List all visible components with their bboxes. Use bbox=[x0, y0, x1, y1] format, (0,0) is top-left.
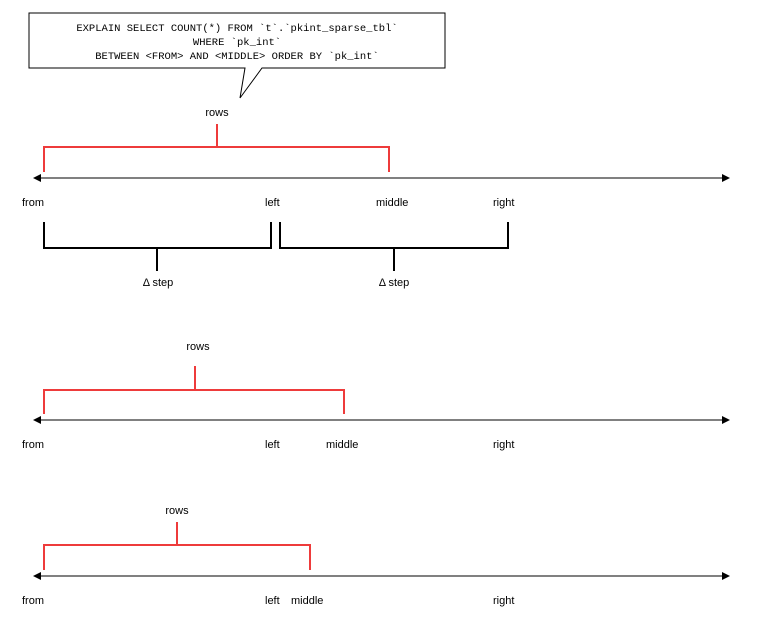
middle-label: middle bbox=[376, 197, 408, 209]
middle-label: middle bbox=[326, 439, 358, 451]
step-bracket-left bbox=[43, 222, 272, 271]
rows-bracket bbox=[43, 522, 311, 570]
step-right-label: Δ step bbox=[379, 277, 410, 289]
panel-3: rows from left middle right bbox=[22, 505, 730, 607]
sql-line-2: WHERE `pk_int` bbox=[193, 36, 281, 49]
rows-bracket bbox=[43, 124, 390, 172]
left-label: left bbox=[265, 197, 280, 209]
from-label: from bbox=[22, 439, 44, 451]
right-label: right bbox=[493, 439, 514, 451]
panel-2: rows from left middle right bbox=[22, 341, 730, 451]
sql-callout: EXPLAIN SELECT COUNT(*) FROM `t`.`pkint_… bbox=[28, 12, 446, 99]
sql-line-1: EXPLAIN SELECT COUNT(*) FROM `t`.`pkint_… bbox=[76, 22, 397, 35]
callout-box bbox=[28, 12, 446, 99]
right-label: right bbox=[493, 197, 514, 209]
step-left-label: Δ step bbox=[143, 277, 174, 289]
left-label: left bbox=[265, 439, 280, 451]
middle-label: middle bbox=[291, 595, 323, 607]
rows-bracket bbox=[43, 366, 345, 414]
left-label: left bbox=[265, 595, 280, 607]
from-label: from bbox=[22, 595, 44, 607]
from-label: from bbox=[22, 197, 44, 209]
rows-label: rows bbox=[205, 107, 229, 119]
step-bracket-right bbox=[279, 222, 509, 271]
panel-1: rows from left middle right Δ step Δ ste… bbox=[22, 107, 730, 289]
rows-label: rows bbox=[186, 341, 210, 353]
right-label: right bbox=[493, 595, 514, 607]
sql-line-3: BETWEEN <FROM> AND <MIDDLE> ORDER BY `pk… bbox=[95, 50, 379, 63]
rows-label: rows bbox=[165, 505, 189, 517]
